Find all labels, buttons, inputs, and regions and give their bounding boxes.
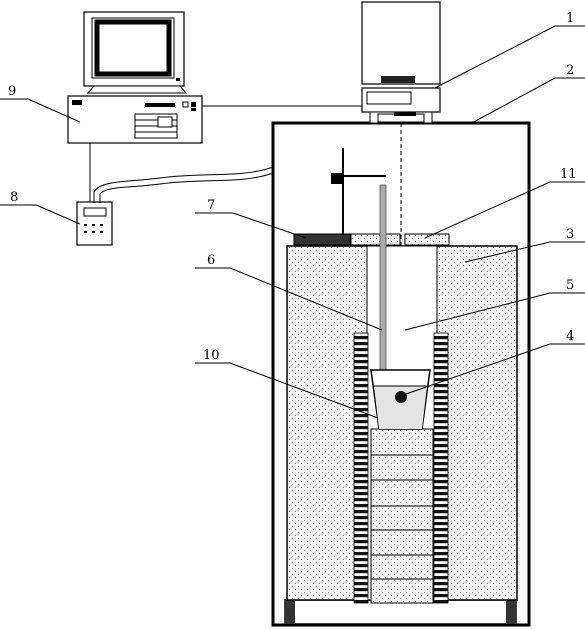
label-6: 6 [207, 253, 215, 268]
furnace-base [284, 599, 517, 625]
thermocouple-tube [379, 184, 387, 388]
base-foot-left [285, 600, 295, 624]
support-column [370, 428, 434, 604]
label-11: 11 [560, 167, 577, 182]
heating-coil-right [433, 332, 449, 604]
label-3: 3 [566, 227, 574, 242]
computer-case [67, 95, 203, 144]
label-4: 4 [566, 329, 574, 344]
label-1: 1 [566, 11, 574, 26]
leader-lines [0, 25, 585, 419]
label-10: 10 [203, 348, 220, 363]
cover-plate-right [404, 233, 450, 246]
label-5: 5 [566, 278, 574, 293]
cover-plate-left [350, 233, 401, 246]
electronic-balance [361, 1, 441, 124]
furnace-lid [293, 233, 351, 246]
heating-coil-left [353, 332, 369, 604]
label-8: 8 [10, 190, 18, 205]
base-foot-right [506, 600, 516, 624]
temperature-controller [76, 201, 113, 246]
label-7: 7 [207, 198, 215, 213]
label-9: 9 [8, 84, 16, 99]
retort-stand [331, 148, 386, 237]
computer-monitor [83, 11, 188, 94]
sample [395, 391, 407, 403]
label-2: 2 [566, 63, 574, 78]
